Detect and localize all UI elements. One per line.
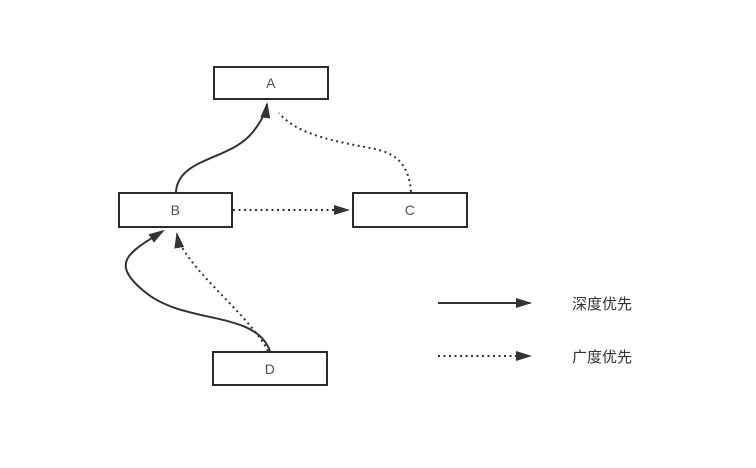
node-label-B: B: [170, 202, 181, 218]
node-A[interactable]: A: [213, 66, 329, 100]
legend-item-depth-first: 深度优先: [438, 288, 698, 318]
node-label-D: D: [264, 360, 276, 377]
edge-group: [124, 102, 412, 352]
node-C[interactable]: C: [352, 192, 468, 228]
node-label-A: A: [266, 75, 276, 91]
node-B[interactable]: B: [118, 192, 233, 228]
edge-D-B-breadth-first: [174, 232, 269, 352]
edge-D-B-depth-first: [124, 229, 271, 352]
solid-arrow-icon: [438, 298, 532, 308]
legend-label-breadth-first: 广度优先: [572, 348, 633, 366]
node-label-C: C: [404, 202, 416, 218]
legend-item-breadth-first: 广度优先: [438, 341, 698, 371]
edge-B-A-depth-first: [175, 102, 271, 193]
dotted-arrow-icon: [438, 351, 532, 361]
legend-label-depth-first: 深度优先: [572, 295, 633, 313]
edge-C-A-breadth-first: [278, 112, 412, 193]
node-D[interactable]: D: [212, 351, 328, 386]
legend: 深度优先 广度优先: [438, 288, 698, 371]
